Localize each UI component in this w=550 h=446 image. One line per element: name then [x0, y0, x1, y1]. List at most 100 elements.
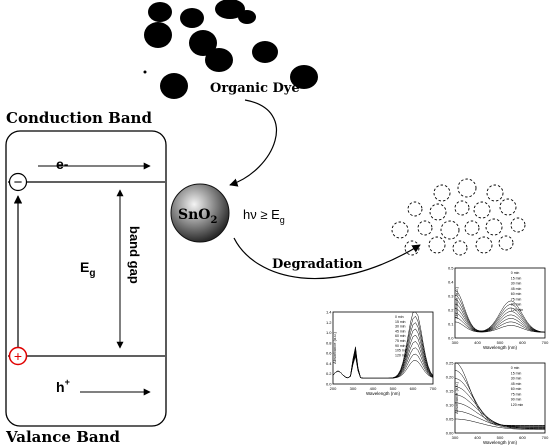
x-tick-label: 300	[350, 386, 357, 391]
x-axis-label: Wavelength (nm)	[483, 345, 518, 350]
dye-to-catalyst-arrow	[229, 99, 277, 187]
dye-particle	[205, 48, 233, 72]
legend-label: 90 min	[511, 303, 522, 307]
fragment	[475, 236, 493, 254]
minus-sign: −	[14, 174, 23, 191]
dye-particle	[180, 8, 204, 28]
y-tick-label: 0.05	[446, 417, 455, 422]
legend-label: 90 min	[511, 398, 522, 402]
dye-particles	[143, 0, 318, 99]
plus-sign: +	[14, 348, 22, 364]
hole-label: h+	[56, 377, 70, 395]
dye-particle	[144, 22, 172, 48]
dye-particle	[143, 70, 147, 74]
x-tick-label: 700	[542, 435, 549, 440]
legend-label: 45 min	[511, 382, 522, 386]
spectrum-curve	[454, 402, 545, 429]
spectrum-curve	[454, 290, 546, 333]
y-tick-label: 0.2	[448, 308, 454, 313]
dye-particle	[148, 2, 172, 22]
fragment	[457, 178, 477, 198]
y-tick-label: 0.5	[448, 266, 454, 271]
y-tick-label: 0.25	[446, 361, 455, 366]
spectrum-curve	[454, 317, 546, 333]
legend-label: 15 min	[511, 371, 522, 375]
x-tick-label: 500	[497, 340, 504, 345]
legend-label: 0 min	[395, 315, 404, 319]
legend-label: 0 min	[511, 366, 520, 370]
x-tick-label: 700	[542, 340, 549, 345]
organic-dye-label: Organic Dye	[210, 81, 300, 96]
y-tick-label: 0.15	[446, 389, 455, 394]
fragment	[440, 220, 460, 240]
x-tick-label: 500	[390, 386, 397, 391]
legend-label: 45 min	[395, 329, 406, 333]
legend-label: 45 min	[511, 287, 522, 291]
x-tick-label: 300	[452, 435, 459, 440]
legend-label: 90 min	[395, 344, 406, 348]
spectrum-curve	[454, 321, 545, 333]
dye-particle	[160, 73, 188, 99]
legend-label: 30 min	[511, 282, 522, 286]
legend-label: 120 min	[395, 353, 408, 357]
band-gap-text: band gap	[127, 226, 142, 284]
valance-band-label: Valance Band	[5, 428, 121, 446]
legend-label: 30 min	[511, 377, 522, 381]
spectrum-curve	[454, 308, 546, 333]
fragment	[510, 217, 526, 233]
spectrum-curve	[454, 294, 546, 333]
fragment	[486, 184, 504, 202]
x-tick-label: 600	[519, 340, 526, 345]
spectrum-curve	[332, 356, 434, 379]
x-tick-label: 600	[410, 386, 417, 391]
legend-label: 75 min	[511, 297, 522, 301]
spectrum-curve	[454, 312, 546, 333]
legend-label: 15 min	[511, 276, 522, 280]
fragment	[391, 221, 409, 239]
y-tick-label: 1.2	[326, 320, 332, 325]
y-tick-label: 0.4	[326, 361, 332, 366]
fragment	[485, 218, 503, 236]
x-tick-label: 200	[330, 386, 337, 391]
fragment	[454, 200, 470, 216]
legend-label: 120 min	[511, 403, 524, 407]
y-tick-label: 0.8	[326, 340, 332, 345]
x-axis-label: Wavelength (nm)	[483, 440, 518, 445]
x-tick-label: 300	[452, 340, 459, 345]
spectrum-curve	[455, 418, 545, 430]
legend-label: 60 min	[395, 334, 406, 338]
legend-label: 15 min	[395, 320, 406, 324]
degraded-fragments	[391, 178, 526, 256]
dye-particle	[290, 65, 318, 89]
y-tick-label: 0.10	[446, 403, 455, 408]
hole-circle	[8, 346, 28, 366]
fragment	[452, 240, 468, 256]
y-tick-label: 0.20	[446, 375, 455, 380]
fragment	[473, 201, 491, 219]
legend-label: 60 min	[511, 292, 522, 296]
dye-particle	[189, 30, 217, 56]
fragment	[464, 220, 480, 236]
y-tick-label: 0.00	[446, 431, 455, 436]
electron-circle	[8, 172, 28, 192]
y-tick-label: 0.2	[326, 371, 332, 376]
x-tick-label: 600	[519, 435, 526, 440]
fragment	[429, 203, 447, 221]
electron-label: e-	[56, 156, 69, 172]
semiconductor-box	[5, 130, 167, 427]
band-diagram: Conduction Band e- h+ − + Eg band gap Va…	[5, 109, 167, 446]
inset-frame	[454, 362, 546, 434]
y-axis-label: Absorbance (a.u.)	[454, 286, 459, 318]
spectrum-curve	[454, 394, 545, 428]
y-tick-label: 0.6	[326, 351, 332, 356]
y-axis-label: Absorbance (a.u.)	[454, 381, 459, 413]
y-tick-label: 0.0	[448, 336, 454, 341]
fragment	[404, 240, 420, 256]
fragment	[433, 184, 451, 202]
x-tick-label: 400	[474, 340, 481, 345]
y-tick-label: 1.0	[326, 330, 332, 335]
sno2-sphere	[170, 183, 230, 243]
sno2-label: SnO2	[178, 207, 217, 226]
